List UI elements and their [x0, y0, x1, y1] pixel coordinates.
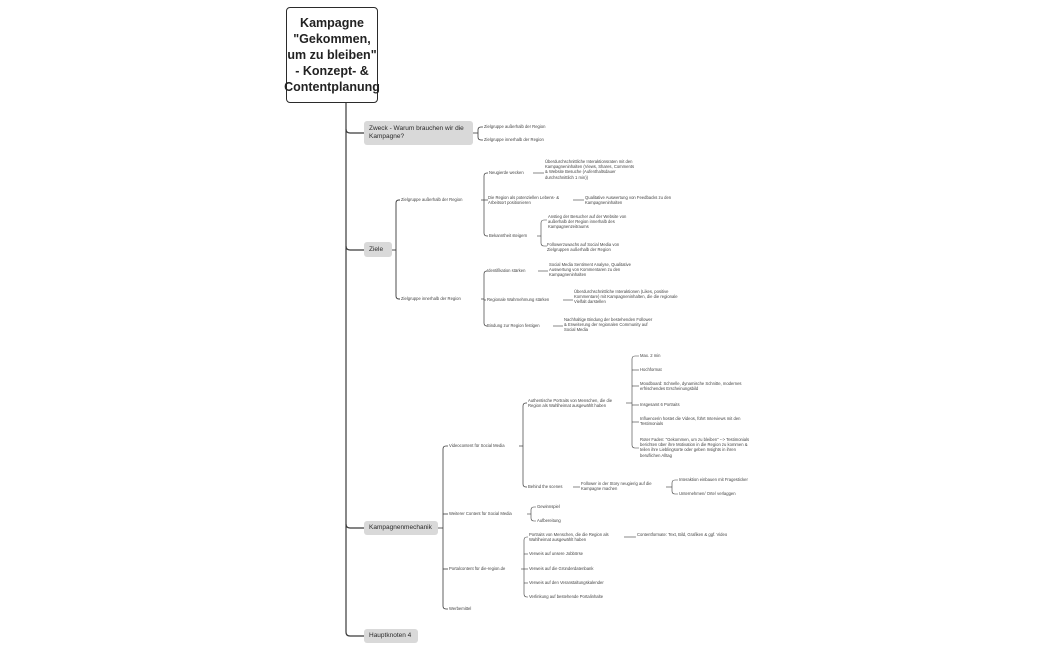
- behind-story-branch-0: [671, 479, 678, 484]
- ziele-neugierde[interactable]: Neugierde wecken: [489, 170, 524, 175]
- video-portraits-item-5[interactable]: Influencerin hostet die Videos, führt In…: [640, 416, 741, 427]
- video-branch-0: [522, 402, 527, 407]
- video-portraits-item-4[interactable]: Insgesamt 6 Portraits: [640, 402, 680, 407]
- trunk-branch-0: [345, 128, 364, 134]
- behind-story[interactable]: Follower in der Story neugierig auf die …: [581, 481, 652, 492]
- ziele-ausserhalb-branch-0: [483, 172, 488, 177]
- ziele-branch-0: [395, 199, 400, 204]
- bekanntheit-branch-1: [540, 242, 547, 247]
- weiterer-item-1[interactable]: Gewinnspiel: [537, 504, 560, 509]
- weiterer-branch-0: [530, 506, 536, 511]
- topic-zweck[interactable]: Zweck - Warum brauchen wir die Kampagne?: [364, 121, 473, 145]
- portal-item-2[interactable]: Verweis auf die Gründerdatenbank: [529, 566, 594, 571]
- weiterer-item-2[interactable]: Aufbereitung: [537, 518, 561, 523]
- topic-kampagnenmechanik[interactable]: Kampagnenmechanik: [364, 521, 438, 535]
- ziele-innerhalb[interactable]: Zielgruppe innerhalb der Region: [401, 296, 461, 301]
- portal-item-4[interactable]: Verlinkung auf bestehende Portalinhalte: [529, 594, 604, 599]
- topic-ziele[interactable]: Ziele: [364, 242, 392, 257]
- portraits-branch-0: [631, 355, 639, 360]
- portraits-branch-5: [631, 444, 639, 449]
- weiterer-branch-1: [530, 517, 536, 522]
- zweck-item-innerhalb[interactable]: Zielgruppe innerhalb der Region: [484, 137, 544, 142]
- video-branch-1: [522, 483, 527, 488]
- mechanik-branch-3: [442, 605, 448, 610]
- ziele-bindung[interactable]: Bindung zur Region festigen: [487, 323, 540, 328]
- video-portraits[interactable]: Authentische Portraits von Menschen, die…: [528, 398, 613, 409]
- ziele-ausserhalb[interactable]: Zielgruppe außerhalb der Region: [401, 197, 463, 202]
- ziele-region[interactable]: Die Region als potenziellen Lebens- & Ar…: [488, 195, 559, 206]
- behind-item-2[interactable]: Unternehmen/ Orte/ verlaggen: [679, 491, 736, 496]
- bekanntheit-branch-0: [540, 219, 547, 224]
- root-node[interactable]: Kampagne "Gekommen, um zu bleiben" - Kon…: [284, 7, 380, 103]
- ziele-bekanntheit-detail-2[interactable]: Followerzuwachs auf Social Media von Zie…: [547, 242, 620, 253]
- topic-kampagnenmechanik-label: Kampagnenmechanik: [369, 524, 432, 531]
- portal-portrait[interactable]: Portraits von Menschen, die die Region a…: [529, 532, 609, 543]
- ziele-branch-1: [395, 295, 400, 300]
- mechanik-werbemittel[interactable]: Werbemittel: [449, 606, 472, 611]
- mechanik-portal[interactable]: Portalcontent für die-region.de: [449, 566, 506, 571]
- video-portraits-item-2[interactable]: Hochformat: [640, 367, 662, 372]
- portal-branch-0: [523, 536, 528, 541]
- zweck-branch-1: [477, 136, 483, 141]
- topic-hauptknoten-4-label: Hauptknoten 4: [369, 632, 412, 639]
- trunk-branch-2: [345, 523, 364, 529]
- behind-story-branch-1: [671, 490, 678, 495]
- topic-zweck-label: Zweck - Warum brauchen wir die Kampagne?: [369, 125, 464, 140]
- topic-hauptknoten-4[interactable]: Hauptknoten 4: [364, 629, 418, 643]
- ziele-innerhalb-branch-2: [483, 322, 488, 327]
- portal-portrait-detail[interactable]: Contentformate: Text, Bild, Grafiken & g…: [637, 532, 728, 537]
- ziele-identifikation-detail[interactable]: Social Media Sentiment Analyse, Qualitat…: [549, 262, 631, 278]
- trunk-branch-3: [345, 631, 364, 637]
- ziele-bindung-detail[interactable]: Nachhaltige Bindung der bestehenden Foll…: [564, 317, 653, 333]
- portal-branch-4: [523, 593, 528, 598]
- ziele-identifikation[interactable]: Identifikation stärken: [487, 268, 526, 273]
- video-portraits-item-1[interactable]: Max. 2 min: [640, 353, 661, 358]
- ziele-ausserhalb-branch-2: [483, 232, 488, 237]
- ziele-innerhalb-branch-0: [483, 270, 488, 275]
- topic-ziele-label: Ziele: [369, 245, 384, 253]
- mechanik-weiterer[interactable]: Weiterer Content für Social Media: [449, 511, 512, 516]
- zweck-branch-0: [477, 126, 483, 131]
- zweck-item-ausserhalb[interactable]: Zielgruppe außerhalb der Region: [484, 124, 546, 129]
- video-portraits-item-3[interactable]: Moodboard: Schnelle, dynamische Schnitte…: [640, 381, 742, 392]
- ziele-region-detail[interactable]: Qualitative Auswertung von Feedbacks zu …: [585, 195, 672, 206]
- root-title: Kampagne "Gekommen, um zu bleiben" - Kon…: [284, 16, 380, 94]
- portal-item-3[interactable]: Verweis auf den Veranstaltungskalender: [529, 580, 604, 585]
- mechanik-branch-0: [442, 445, 448, 450]
- behind-item-1[interactable]: Interaktion einbauen mit Fragesticker: [679, 477, 748, 482]
- video-behind[interactable]: Behind the scenes: [528, 484, 563, 489]
- ziele-wahrnehmung[interactable]: Regionale Wahrnehmung stärken: [487, 297, 550, 302]
- mechanik-video[interactable]: Videocontent für Social Media: [449, 443, 505, 448]
- trunk-branch-1: [345, 245, 364, 251]
- ziele-neugierde-detail[interactable]: Überdurchschnittliche Interaktionsraten …: [545, 159, 635, 180]
- ziele-wahrnehmung-detail[interactable]: Überdurchschnittliche Interaktionen (Lik…: [574, 289, 678, 305]
- ziele-bekanntheit-detail-1[interactable]: Anstieg der Besucher auf der Website von…: [548, 214, 627, 230]
- video-portraits-item-6[interactable]: Roter Faden: "Gekommen, um zu bleiben" -…: [640, 437, 750, 458]
- portal-item-1[interactable]: Verweis auf unsere Jobbörse: [529, 551, 584, 556]
- ziele-bekanntheit[interactable]: Bekanntheit steigern: [489, 233, 528, 238]
